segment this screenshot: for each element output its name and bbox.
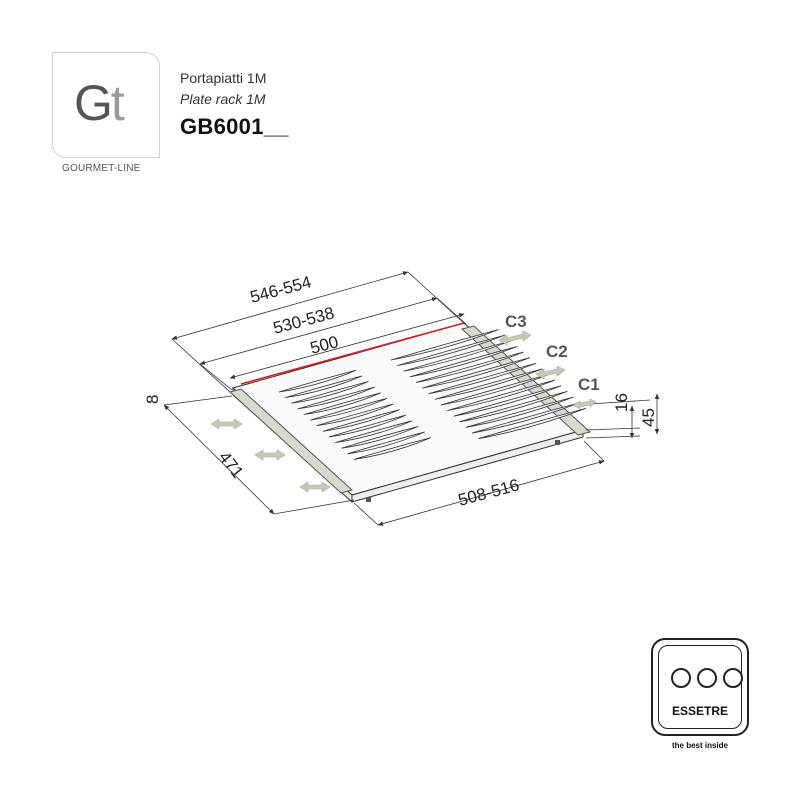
gourmet-line-logo-frame (52, 52, 160, 158)
clearance-label-c2: C2 (546, 342, 568, 361)
logo-caption: GOURMET-LINE (62, 163, 141, 174)
product-title-italian: Portapiatti 1M (180, 70, 267, 86)
gt-logo: Gt (74, 75, 125, 131)
plate-slot (341, 426, 419, 449)
dim-side-offset: 8 (143, 395, 162, 404)
dim-mid-width: 530-538 (271, 303, 336, 338)
dim-front-width: 508-516 (456, 475, 521, 510)
clearance-arrows (210, 330, 597, 493)
plate-slot (459, 390, 568, 423)
plate-slot (434, 368, 543, 400)
clearance-label-c3: C3 (505, 312, 527, 331)
brand-circle (671, 668, 691, 688)
brand-circle (697, 668, 717, 688)
tray-body (231, 322, 585, 504)
double-arrow-icon (299, 481, 331, 493)
plate-slot (322, 409, 400, 432)
dim-inner-width: 500 (308, 332, 340, 358)
logo-letter-t: t (110, 75, 125, 131)
brand-circle (723, 668, 743, 688)
plate-slot (291, 381, 369, 404)
double-arrow-icon (572, 398, 597, 410)
plate-slot (428, 362, 537, 395)
plate-slot (335, 420, 413, 443)
double-arrow-icon (254, 449, 286, 461)
product-code: GB6001__ (180, 114, 289, 139)
clearance-label-c1: C1 (578, 375, 600, 394)
tray-feet (366, 440, 560, 502)
plate-slot (328, 414, 407, 438)
essetre-logo-icon: ESSETRE (651, 638, 749, 736)
brand-name: ESSETRE (671, 704, 728, 718)
brand-circles (671, 668, 743, 690)
plate-slot (303, 392, 382, 415)
brand-inner-frame: ESSETRE (658, 645, 743, 729)
dim-depth: 471 (215, 448, 247, 482)
plate-slot (447, 379, 556, 411)
plate-slot (453, 385, 562, 417)
dim-height-large: 45 (639, 408, 658, 427)
plate-slot (353, 437, 432, 460)
plate-slot (347, 431, 425, 455)
plate-slot (465, 396, 574, 428)
plate-slot (316, 403, 394, 427)
dim-height-small: 16 (612, 393, 631, 412)
dimension-lines (163, 271, 660, 526)
product-title-english: Plate rack 1M (180, 91, 266, 107)
double-arrow-icon (535, 365, 566, 380)
brand-tagline: the best inside (671, 741, 728, 750)
plate-slot (310, 397, 388, 421)
double-arrow-icon (210, 418, 243, 430)
double-arrow-icon (498, 330, 532, 346)
plate-slot (478, 407, 587, 440)
logo-letter-g: G (74, 75, 113, 131)
plate-slot (297, 386, 375, 410)
